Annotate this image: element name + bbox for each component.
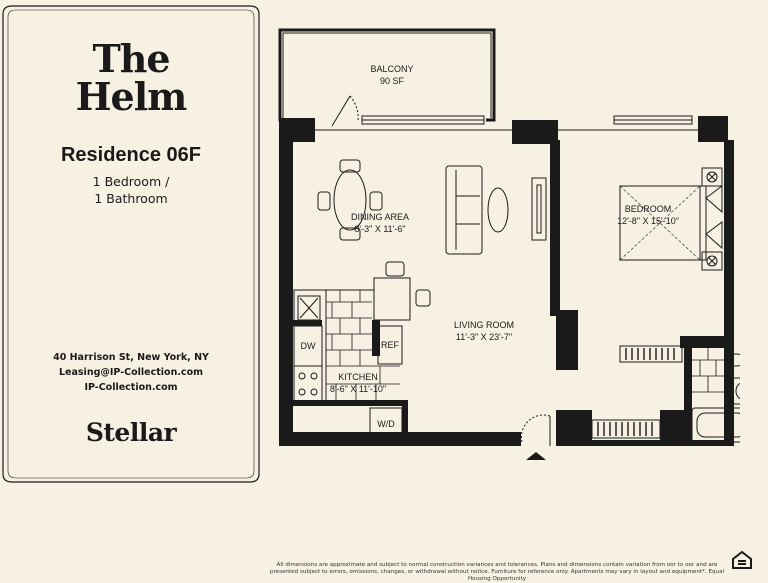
address: 40 Harrison St, New York, NY — [53, 352, 209, 363]
stellar-logo: Stellar — [85, 418, 177, 447]
balcony-size: 90 SF — [380, 76, 405, 86]
info-panel: The Helm Residence 06F 1 Bedroom / 1 Bat… — [0, 0, 262, 486]
living-label: LIVING ROOM — [454, 320, 514, 330]
kitchen-size: 8'-6" X 11'-10" — [330, 384, 386, 394]
title-line-1: The — [92, 36, 170, 81]
dishwasher-label: DW — [301, 341, 316, 351]
leasing-email[interactable]: Leasing@IP-Collection.com — [59, 367, 203, 378]
living-size: 11'-3" X 23'-7" — [456, 332, 512, 342]
entry-marker — [526, 452, 546, 460]
washer-dryer-label: W/D — [377, 419, 395, 429]
bedroom-count: 1 Bedroom / — [92, 174, 170, 189]
disclaimer: All dimensions are approximate and subje… — [269, 562, 725, 582]
walls — [279, 116, 734, 446]
refrigerator-label: REF — [381, 340, 400, 350]
title-line-2: Helm — [75, 74, 188, 119]
washer-dryer — [369, 407, 403, 439]
refrigerator — [377, 325, 403, 365]
closet-bedroom — [619, 345, 683, 363]
balcony-label: BALCONY — [370, 64, 413, 74]
bathroom-sink — [731, 377, 740, 405]
bathroom-count: 1 Bathroom — [94, 191, 168, 206]
bedroom-label: BEDROOM — [625, 204, 672, 214]
closet-hall — [591, 419, 661, 439]
range — [293, 365, 323, 403]
dining-size: 8'-3" X 11'-6" — [354, 224, 405, 234]
decorative-frame — [2, 5, 260, 483]
dining-label: DINING AREA — [351, 212, 409, 222]
building-title: The Helm — [0, 40, 262, 116]
toilet — [725, 353, 740, 367]
residence-name: Residence 06F — [60, 144, 202, 166]
website-link[interactable]: IP-Collection.com — [84, 382, 178, 393]
floor-plan: BALCONY 90 SF DINING AREA 8'-3" X 11'-6"… — [278, 28, 740, 460]
equal-housing-icon — [732, 550, 752, 569]
bedroom-size: 12'-8" X 15'-10" — [617, 216, 679, 226]
kitchen-label: KITCHEN — [338, 372, 378, 382]
bathtub — [691, 407, 740, 443]
balcony-railing — [278, 28, 496, 122]
